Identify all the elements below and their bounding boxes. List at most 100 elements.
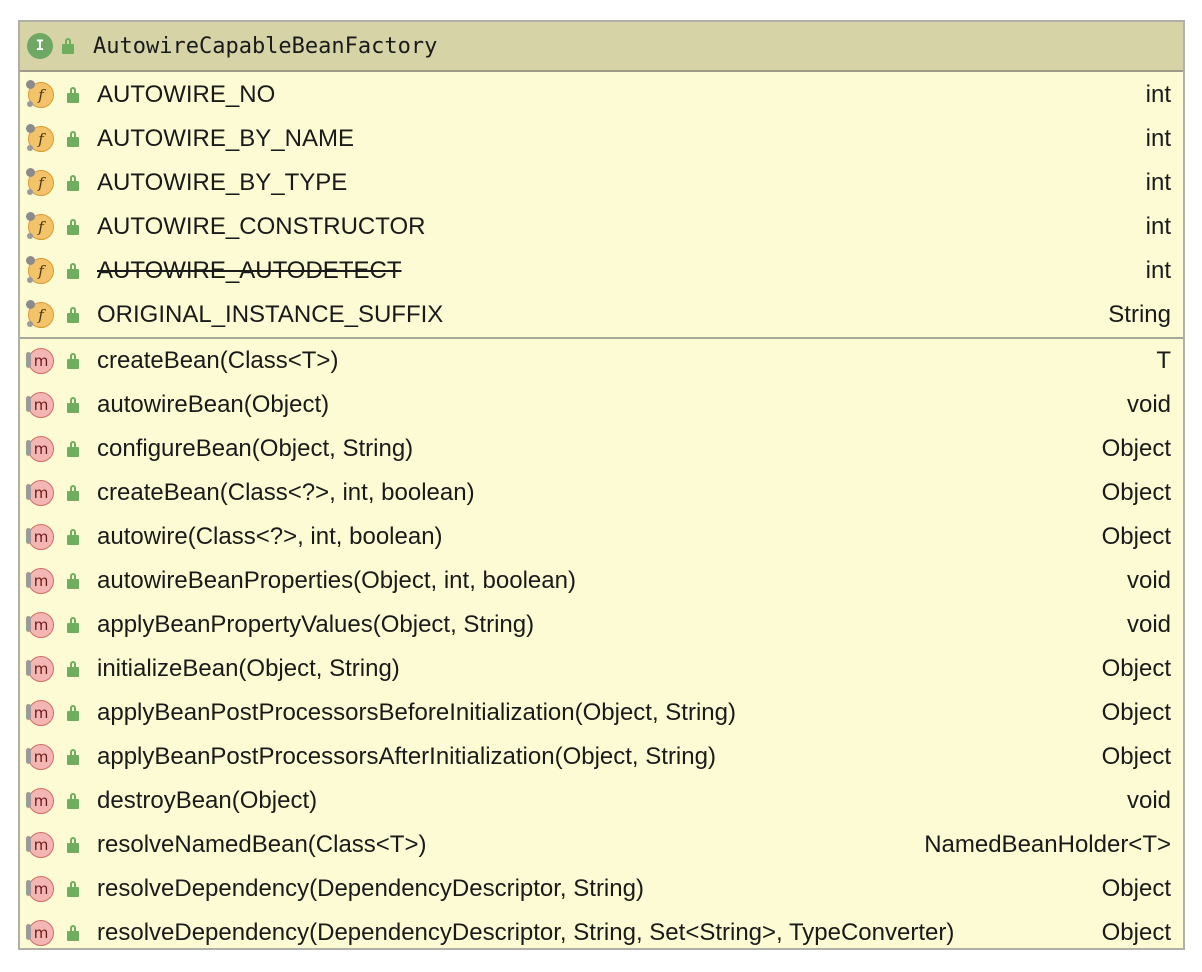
public-lock-icon xyxy=(66,573,80,589)
method-badge-letter: m xyxy=(33,792,49,810)
method-icon: m xyxy=(26,656,54,682)
method-name: applyBeanPostProcessorsBeforeInitializat… xyxy=(97,699,736,726)
method-return-type: NamedBeanHolder<T> xyxy=(924,831,1171,858)
public-lock-icon xyxy=(66,749,80,765)
field-icon: f xyxy=(26,168,54,196)
public-lock-icon xyxy=(61,38,75,54)
field-icon: f xyxy=(26,80,54,108)
method-name: resolveDependency(DependencyDescriptor, … xyxy=(97,875,644,902)
field-name: AUTOWIRE_NO xyxy=(97,81,276,108)
interface-icon: I xyxy=(27,33,53,59)
method-badge-letter: m xyxy=(33,528,49,546)
field-type: int xyxy=(1145,169,1171,196)
method-name: destroyBean(Object) xyxy=(97,787,318,814)
field-type: int xyxy=(1145,257,1171,284)
public-lock-icon xyxy=(66,881,80,897)
field-type: int xyxy=(1145,81,1171,108)
field-badge-letter: f xyxy=(38,306,44,324)
method-row[interactable]: m applyBeanPostProcessorsAfterInitializat… xyxy=(20,735,1183,779)
method-row[interactable]: m createBean(Class<?>, int, boolean) Objec… xyxy=(20,471,1183,515)
method-return-type: void xyxy=(1126,787,1171,814)
method-badge-letter: m xyxy=(33,924,49,942)
field-icon: f xyxy=(26,124,54,152)
public-lock-icon xyxy=(66,307,80,323)
method-name: resolveDependency(DependencyDescriptor, … xyxy=(97,919,955,946)
method-badge-letter: m xyxy=(33,484,49,502)
method-badge-letter: m xyxy=(33,836,49,854)
field-row[interactable]: f AUTOWIRE_BY_TYPE int xyxy=(20,161,1183,205)
method-return-type: Object xyxy=(1101,919,1171,946)
method-name: createBean(Class<T>) xyxy=(97,347,339,374)
method-return-type: Object xyxy=(1101,435,1171,462)
method-row[interactable]: m resolveDependency(DependencyDescriptor,… xyxy=(20,911,1183,948)
public-lock-icon xyxy=(66,529,80,545)
public-lock-icon xyxy=(66,397,80,413)
method-icon: m xyxy=(26,436,54,462)
method-row[interactable]: m configureBean(Object, String) Object xyxy=(20,427,1183,471)
field-badge-letter: f xyxy=(38,130,44,148)
field-badge-letter: f xyxy=(38,218,44,236)
method-badge-letter: m xyxy=(33,748,49,766)
public-lock-icon xyxy=(66,617,80,633)
field-name: AUTOWIRE_AUTODETECT xyxy=(97,257,402,284)
method-row[interactable]: m applyBeanPropertyValues(Object, String)… xyxy=(20,603,1183,647)
method-row[interactable]: m resolveDependency(DependencyDescriptor,… xyxy=(20,867,1183,911)
method-row[interactable]: m createBean(Class<T>) T xyxy=(20,339,1183,383)
method-row[interactable]: m destroyBean(Object) void xyxy=(20,779,1183,823)
method-icon: m xyxy=(26,612,54,638)
public-lock-icon xyxy=(66,793,80,809)
method-icon: m xyxy=(26,524,54,550)
method-row[interactable]: m autowireBean(Object) void xyxy=(20,383,1183,427)
field-icon: f xyxy=(26,212,54,240)
method-icon: m xyxy=(26,348,54,374)
method-return-type: T xyxy=(1156,347,1171,374)
method-return-type: void xyxy=(1126,391,1171,418)
method-name: autowire(Class<?>, int, boolean) xyxy=(97,523,443,550)
method-name: createBean(Class<?>, int, boolean) xyxy=(97,479,475,506)
method-name: applyBeanPropertyValues(Object, String) xyxy=(97,611,535,638)
public-lock-icon xyxy=(66,353,80,369)
method-row[interactable]: m autowireBeanProperties(Object, int, boo… xyxy=(20,559,1183,603)
field-type: int xyxy=(1145,125,1171,152)
field-type: int xyxy=(1145,213,1171,240)
field-row[interactable]: f AUTOWIRE_AUTODETECT int xyxy=(20,249,1183,293)
method-badge-letter: m xyxy=(33,396,49,414)
class-name: AutowireCapableBeanFactory xyxy=(93,33,438,59)
field-row[interactable]: f ORIGINAL_INSTANCE_SUFFIX String xyxy=(20,293,1183,337)
method-name: autowireBeanProperties(Object, int, bool… xyxy=(97,567,576,594)
public-lock-icon xyxy=(66,175,80,191)
method-icon: m xyxy=(26,744,54,770)
field-name: ORIGINAL_INSTANCE_SUFFIX xyxy=(97,301,444,328)
method-name: initializeBean(Object, String) xyxy=(97,655,400,682)
method-name: configureBean(Object, String) xyxy=(97,435,414,462)
field-type: String xyxy=(1108,301,1171,328)
method-name: applyBeanPostProcessorsAfterInitializati… xyxy=(97,743,716,770)
method-return-type: Object xyxy=(1101,743,1171,770)
public-lock-icon xyxy=(66,441,80,457)
method-return-type: Object xyxy=(1101,479,1171,506)
method-name: autowireBean(Object) xyxy=(97,391,330,418)
method-return-type: Object xyxy=(1101,875,1171,902)
method-badge-letter: m xyxy=(33,440,49,458)
field-icon: f xyxy=(26,256,54,284)
public-lock-icon xyxy=(66,87,80,103)
field-name: AUTOWIRE_BY_TYPE xyxy=(97,169,348,196)
method-row[interactable]: m autowire(Class<?>, int, boolean) Object xyxy=(20,515,1183,559)
field-icon: f xyxy=(26,300,54,328)
field-row[interactable]: f AUTOWIRE_NO int xyxy=(20,73,1183,117)
method-icon: m xyxy=(26,876,54,902)
public-lock-icon xyxy=(66,485,80,501)
method-return-type: Object xyxy=(1101,523,1171,550)
method-return-type: Object xyxy=(1101,699,1171,726)
method-return-type: void xyxy=(1126,567,1171,594)
method-badge-letter: m xyxy=(33,572,49,590)
public-lock-icon xyxy=(66,925,80,941)
public-lock-icon xyxy=(66,219,80,235)
